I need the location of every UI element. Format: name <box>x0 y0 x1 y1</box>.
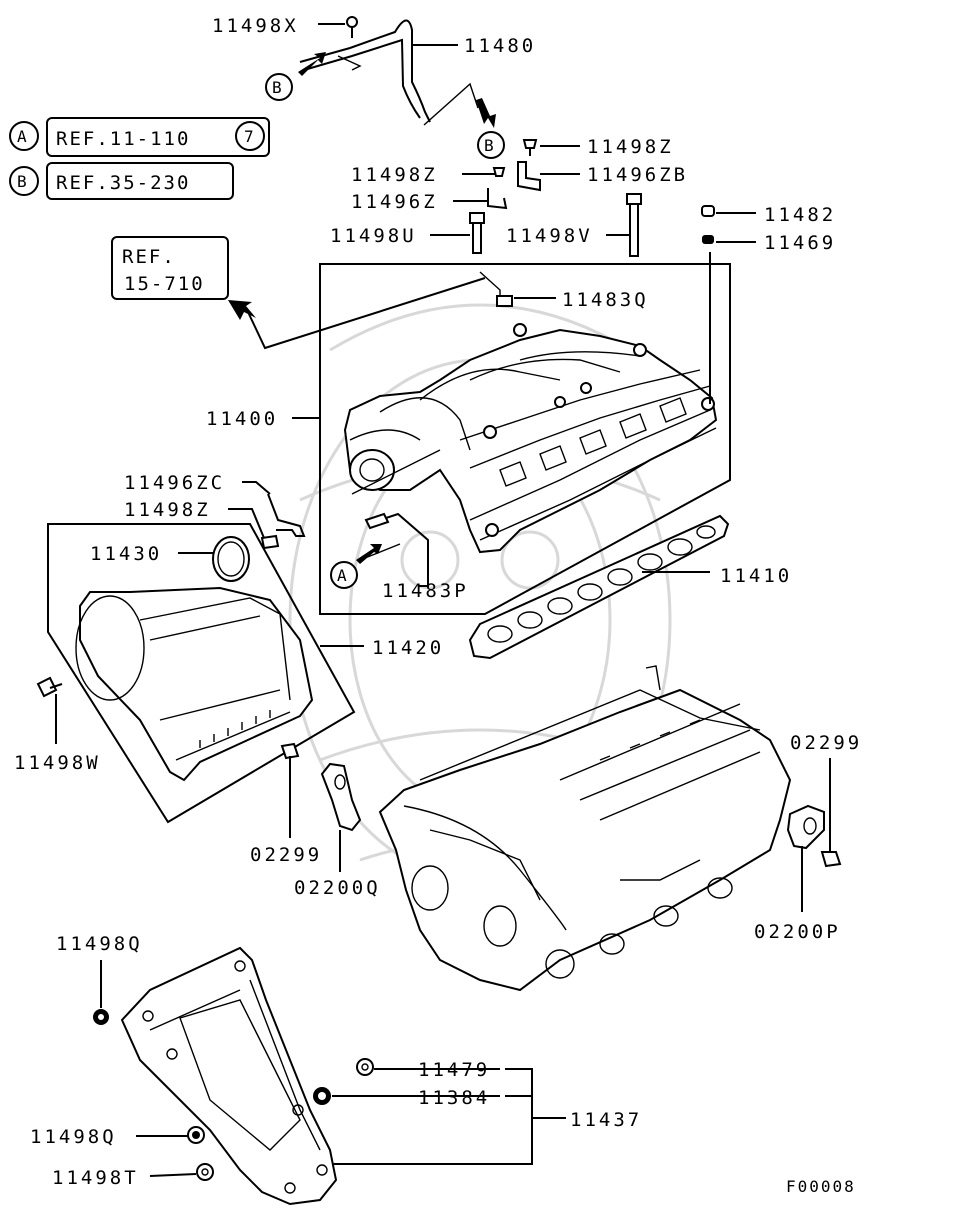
label-11498u: 11498U <box>330 225 417 247</box>
support-bracket-11437 <box>120 946 338 1206</box>
label-11498z-top: 11498Z <box>587 136 674 158</box>
cylinder-head <box>378 665 792 992</box>
part-labels: 11498X 11480 11498Z 11498Z 11496ZB 11496… <box>14 15 862 1196</box>
label-02200q: 02200Q <box>294 877 381 899</box>
nut-11482 <box>701 205 715 217</box>
ref-b-row: B REF.35-230 <box>9 162 234 200</box>
label-11479: 11479 <box>418 1059 490 1081</box>
marker-b-top: B <box>265 52 326 101</box>
nut-11498q-top <box>93 1009 109 1025</box>
nut-11479 <box>356 1058 374 1076</box>
gasket-11410 <box>468 514 730 660</box>
nut-11384 <box>313 1087 331 1105</box>
label-11469: 11469 <box>764 232 836 254</box>
label-11400: 11400 <box>206 408 278 430</box>
stud-11483p <box>364 512 429 587</box>
label-11496zb: 11496ZB <box>587 164 688 186</box>
label-11480: 11480 <box>464 35 536 57</box>
label-11498x: 11498X <box>212 15 299 37</box>
ref-box-line1: REF. <box>122 246 176 268</box>
ref-15-710-box: REF. 15-710 <box>111 236 486 350</box>
bolt-02299-right <box>820 851 842 868</box>
bracket-02200q <box>320 762 362 832</box>
label-11496zc: 11496ZC <box>124 472 225 494</box>
label-02200p: 02200P <box>754 921 841 943</box>
plenum-group-11420 <box>47 523 356 824</box>
label-11496z: 11496Z <box>351 191 438 213</box>
label-11410: 11410 <box>720 565 792 587</box>
bolt-11498w <box>36 676 63 698</box>
ref-b-marker: B <box>17 172 29 191</box>
label-02299-right: 02299 <box>790 732 862 754</box>
label-11498q-top: 11498Q <box>56 933 143 955</box>
label-11420: 11420 <box>372 637 444 659</box>
ref-a-text: REF.11-110 <box>56 128 190 150</box>
leader-lines <box>55 23 831 1177</box>
ref-b-text: REF.35-230 <box>56 172 190 194</box>
bolt-11498v <box>626 193 642 257</box>
bolt-02299-left <box>280 742 300 760</box>
label-02299-left: 02299 <box>250 844 322 866</box>
nut-11498q-bottom <box>187 1126 205 1144</box>
ref-a-row: A REF.11-110 7 <box>9 117 270 157</box>
label-11482: 11482 <box>764 204 836 226</box>
label-11483q: 11483Q <box>562 289 649 311</box>
label-11430: 11430 <box>90 543 162 565</box>
ref-box-line2: 15-710 <box>124 273 205 295</box>
ref-a-marker: A <box>17 127 29 146</box>
nut-11498t <box>196 1163 214 1181</box>
label-11437: 11437 <box>570 1109 642 1131</box>
label-11498w: 11498W <box>14 752 101 774</box>
marker-b-label-2: B <box>484 136 496 155</box>
bracket-02200p <box>786 804 825 850</box>
diagram-code: F00008 <box>786 1177 856 1196</box>
label-11384: 11384 <box>418 1087 490 1109</box>
ref-a-sub-marker: 7 <box>244 127 256 146</box>
bracket-11496zb <box>517 161 541 192</box>
marker-b-mid: B <box>476 98 505 159</box>
label-11498z-left: 11498Z <box>124 499 211 521</box>
bolt-11498z-top <box>522 139 538 156</box>
label-11498z-mid: 11498Z <box>351 164 438 186</box>
washer-11469 <box>702 235 714 244</box>
bracket-11496z <box>487 188 508 210</box>
bolt-11498u <box>469 212 485 254</box>
label-11498v: 11498V <box>506 225 593 247</box>
label-11483p: 11483P <box>382 580 469 602</box>
label-11498t: 11498T <box>52 1167 139 1189</box>
bracket-11496zc <box>267 493 306 537</box>
bypass-pipe-11480 <box>299 16 479 126</box>
label-11498q-bottom: 11498Q <box>30 1126 117 1148</box>
marker-b-label: B <box>272 78 284 97</box>
bolt-11498z-left <box>260 534 280 550</box>
marker-a: A <box>330 543 401 589</box>
marker-a-label: A <box>337 566 349 585</box>
intake-manifold-11400 <box>319 252 731 615</box>
